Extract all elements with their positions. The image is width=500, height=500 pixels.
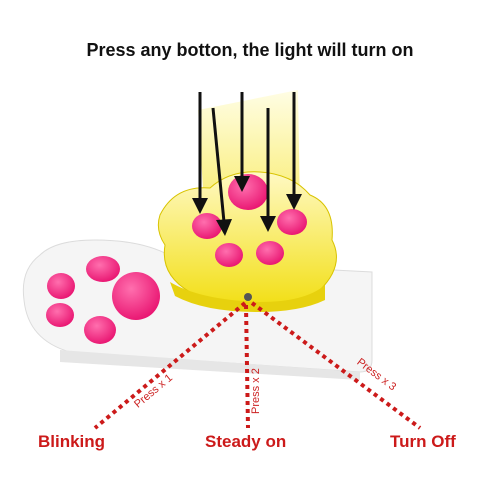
mode-lines (93, 301, 422, 430)
paw-pad-button (277, 209, 307, 235)
result-label-2: Steady on (205, 432, 287, 451)
result-label-1: Blinking (38, 432, 106, 451)
down-arrow-icon (192, 92, 302, 236)
result-label-3: Turn Off (390, 432, 456, 451)
paw-pad-button (256, 241, 284, 265)
paw-pad-button (46, 303, 74, 327)
paw-pad-button (84, 316, 116, 344)
white-paw-buttons (46, 256, 160, 344)
paw-pad-button (215, 243, 243, 267)
paw-pad-button (192, 213, 222, 239)
paw-pad-button (47, 273, 75, 299)
headline: Press any botton, the light will turn on (86, 40, 414, 60)
paw-pad-button (86, 256, 120, 282)
laser-lens (244, 293, 252, 301)
press-label-2: Press x 2 (250, 368, 262, 414)
paw-pad-button (112, 272, 160, 320)
